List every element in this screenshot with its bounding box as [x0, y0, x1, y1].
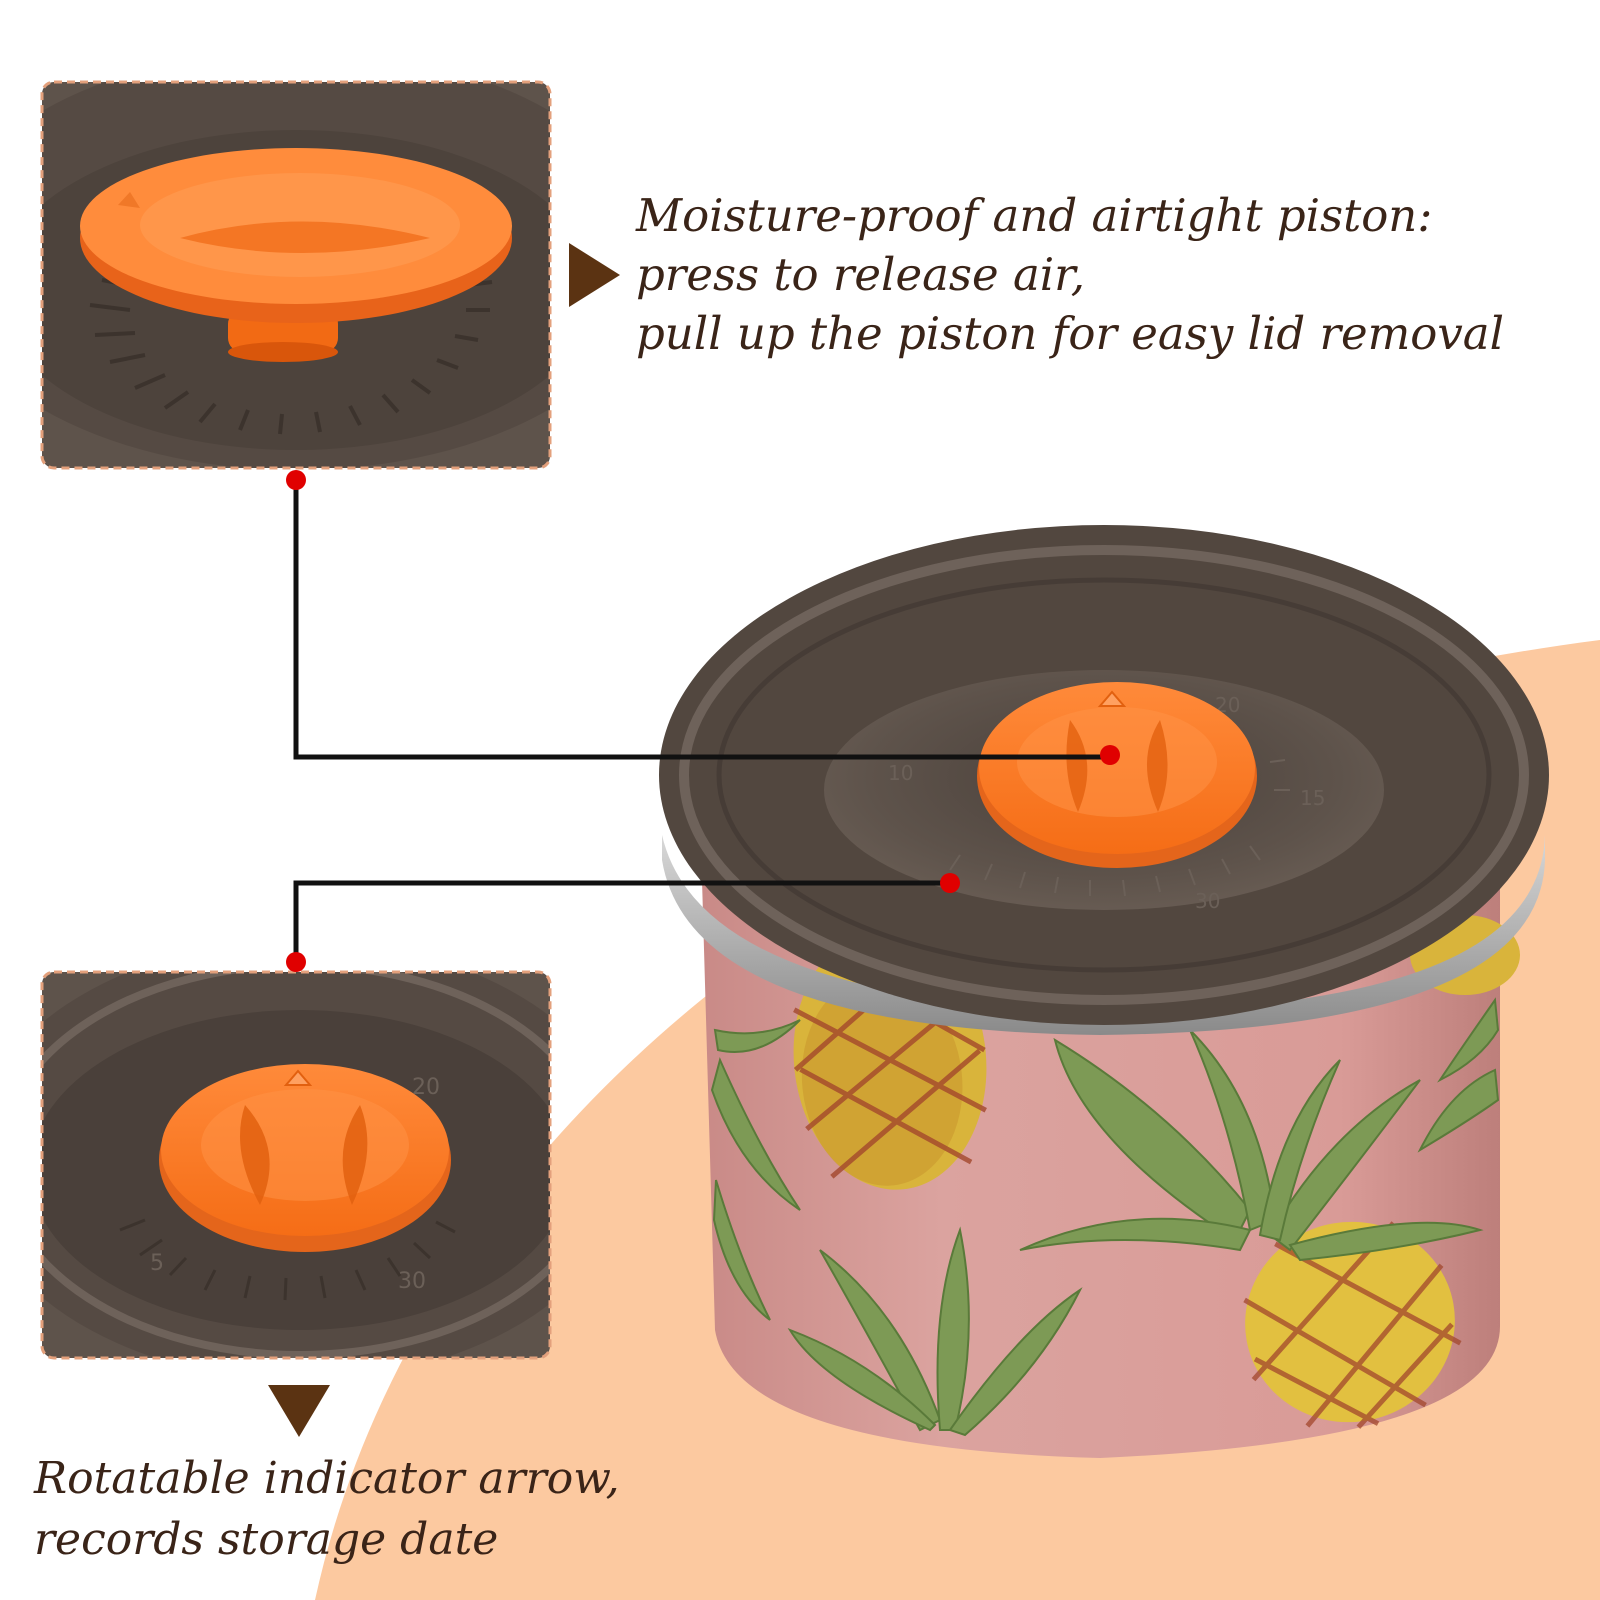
inset-frame	[40, 80, 552, 470]
caption-line: Rotatable indicator arrow,	[34, 1453, 620, 1504]
lid-scale-number: 15	[1300, 786, 1325, 810]
connector-dot-icon	[286, 952, 306, 972]
triangle-pointer-right-icon	[569, 243, 620, 307]
food-container: 20 30 10 15	[659, 525, 1549, 1458]
indicator-arrow-icon	[283, 1069, 313, 1086]
connector-dot-icon	[1100, 745, 1120, 765]
date-scale	[949, 759, 1290, 897]
indicator-feature-caption: Rotatable indicator arrow, records stora…	[34, 1448, 620, 1570]
connector-dot-icon	[940, 873, 960, 893]
caption-line: press to release air,	[636, 248, 1086, 301]
connector-dot-icon	[286, 470, 306, 490]
inset-indicator-closeup: 20 30 5	[40, 970, 552, 1360]
connector-piston	[286, 470, 1120, 765]
indicator-arrow-icon	[1097, 690, 1127, 707]
connector-indicator	[286, 873, 960, 972]
inset-piston-closeup	[40, 80, 552, 470]
caption-line: Moisture-proof and airtight piston:	[636, 189, 1433, 242]
lid-scale-number: 30	[1195, 889, 1220, 913]
lid-scale-number: 5	[150, 1251, 164, 1276]
piston-feature-caption: Moisture-proof and airtight piston: pres…	[636, 186, 1504, 363]
piston-button[interactable]	[977, 682, 1257, 868]
pineapple-pattern	[710, 915, 1520, 1437]
caption-line: records storage date	[34, 1514, 499, 1565]
caption-line: pull up the piston for easy lid removal	[636, 307, 1505, 360]
lid-scale-number: 30	[398, 1269, 426, 1294]
triangle-pointer-down-icon	[268, 1385, 330, 1437]
lid-scale-number: 10	[888, 761, 913, 785]
